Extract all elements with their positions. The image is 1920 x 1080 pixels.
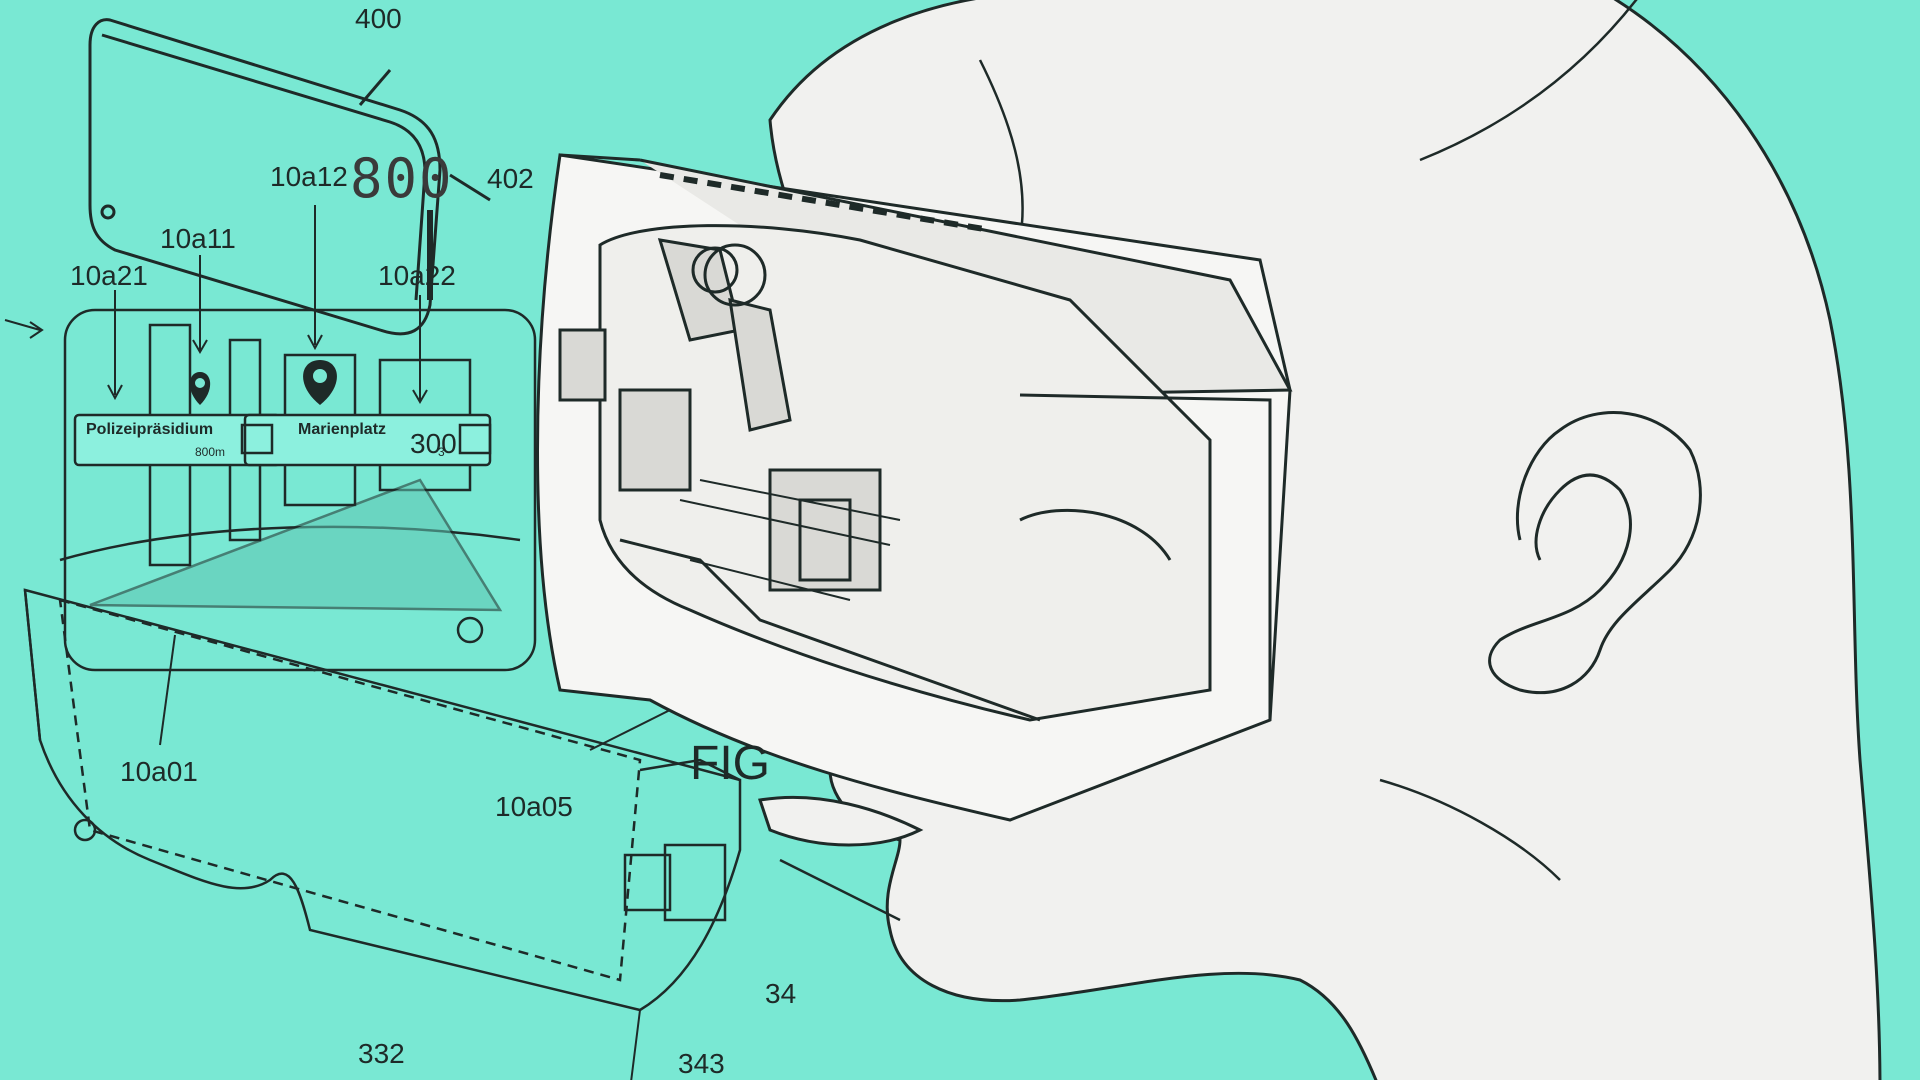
label-10a21: 10a21 bbox=[70, 260, 148, 291]
label-300: 300 bbox=[410, 428, 457, 459]
vr-headset-drawing bbox=[536, 153, 1293, 822]
label-10a11: 10a11 bbox=[160, 223, 236, 254]
map-pin-icon bbox=[189, 372, 211, 405]
label-402: 402 bbox=[487, 163, 534, 194]
label-34: 34 bbox=[765, 978, 797, 1009]
figure-label: FIG bbox=[690, 737, 770, 790]
left-headset-drawing bbox=[23, 525, 742, 1012]
label-343: 343 bbox=[678, 1048, 725, 1079]
poi-distance: 800m bbox=[195, 445, 226, 459]
head-contour bbox=[978, 59, 1024, 241]
poi-name: Polizeipräsidium bbox=[86, 421, 214, 438]
chin bbox=[779, 858, 901, 922]
label-332: 332 bbox=[358, 1038, 405, 1069]
label-10a01: 10a01 bbox=[120, 756, 198, 787]
lips bbox=[758, 795, 924, 847]
poi-distance: 3 bbox=[438, 445, 445, 459]
ar-map-panel bbox=[63, 308, 537, 672]
label-400: 400 bbox=[355, 3, 402, 34]
map-pin-icon bbox=[303, 360, 337, 405]
ear bbox=[1488, 411, 1702, 695]
phone-drawing bbox=[88, 18, 491, 336]
label-10a05: 10a05 bbox=[495, 791, 573, 822]
head-contour bbox=[1419, 0, 1638, 162]
head-contour bbox=[1379, 778, 1561, 881]
label-800: 800 bbox=[350, 147, 454, 210]
poi-name: Marienplatz bbox=[298, 421, 387, 438]
label-10a12: 10a12 bbox=[270, 161, 348, 192]
label-10a22: 10a22 bbox=[378, 260, 456, 291]
